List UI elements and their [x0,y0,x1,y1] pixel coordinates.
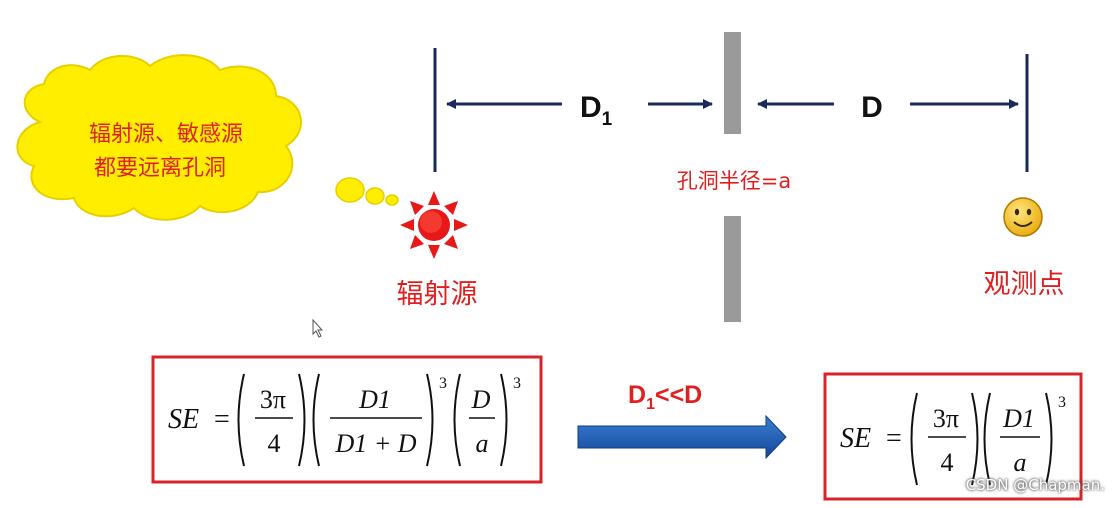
formula-left-f3-num: D [471,385,491,414]
bubble-text-line1: 辐射源、敏感源 [89,122,243,147]
thought-dot-medium [365,187,385,205]
d-label: D [861,91,883,124]
smiley-icon [1003,197,1043,237]
mouse-cursor-icon [312,318,324,338]
thought-bubble: 辐射源、敏感源 都要远离孔洞 [16,54,399,221]
formula-right-f2-exp: 3 [1058,394,1066,411]
formula-left-f3-exp: 3 [513,375,521,392]
formula-right-f1-den: 4 [941,448,954,477]
formula-right-box: SE = 3π 4 D1 a 3 [823,372,1083,501]
formula-left-f3-den: a [476,429,489,458]
formula-left-lhs: SE [168,404,199,435]
thought-bubble-cloud [16,54,302,221]
thought-dot-small [385,194,399,206]
formula-left-f2-num: D1 [358,385,391,414]
source-label: 辐射源 [397,279,478,310]
formula-right-eq: = [886,423,902,454]
observer-label: 观测点 [984,269,1065,300]
condition-label: D1<<D [628,381,702,413]
implies-arrow [577,414,787,460]
formula-right-f2-den: a [1014,448,1027,477]
formula-right-f1-num: 3π [933,404,959,433]
formula-left-f1-den: 4 [268,429,281,458]
thought-dot-large [335,177,365,203]
bubble-text-line2: 都要远离孔洞 [94,156,226,181]
formula-left-f1-num: 3π [260,385,286,414]
formula-left-eq: = [214,404,230,435]
formula-left-f2-exp: 3 [439,375,447,392]
sun-icon [400,191,468,259]
formula-right-f2-num: D1 [1002,404,1035,433]
formula-left-f2-den: D1 + D [334,429,416,458]
watermark: CSDN @Chapman. [965,476,1105,494]
d1-label: D1 [580,91,613,130]
formula-left-box: SE = 3π 4 D1 D1 + D 3 D a 3 [151,355,543,484]
formula-right-lhs: SE [840,423,871,454]
hole-radius-label: 孔洞半径=a [677,169,791,193]
barrier-bottom [724,216,741,322]
barrier-top [724,32,741,134]
